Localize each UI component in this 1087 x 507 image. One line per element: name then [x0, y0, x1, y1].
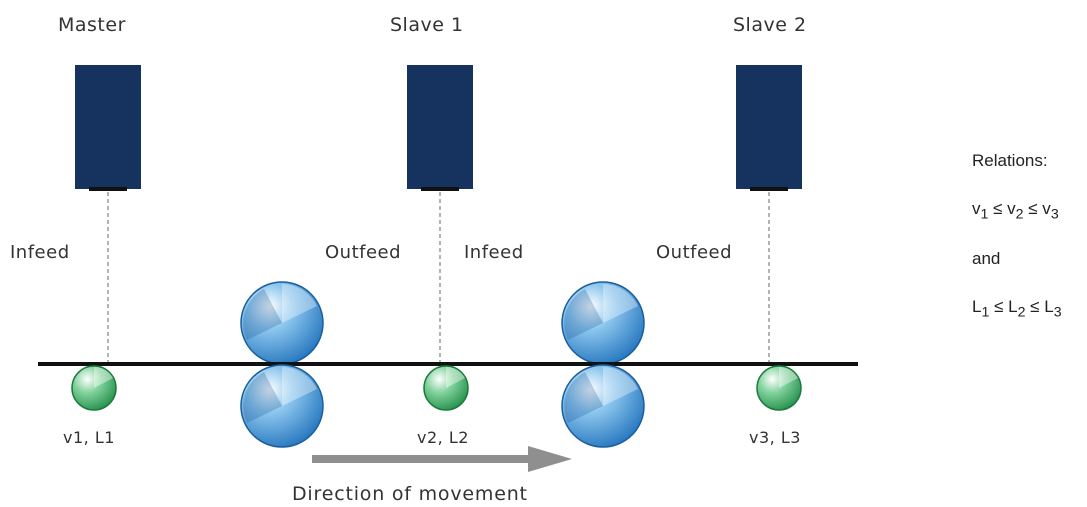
roller3-label: v3, L3 [749, 428, 801, 447]
drive-roller-top-2 [561, 281, 645, 365]
relations-connector: and [972, 249, 1001, 268]
slave1-outfeed-label: Outfeed [325, 242, 402, 263]
drive-roller-top-1 [240, 281, 324, 365]
master-title: Master [58, 14, 126, 36]
slave1-title: Slave 1 [390, 14, 464, 36]
direction-label: Direction of movement [292, 483, 528, 505]
measure-roller-2 [423, 365, 469, 411]
drive-roller-bottom-1 [240, 364, 324, 448]
slave2-title: Slave 2 [733, 14, 807, 36]
slave2-sensor-lens [750, 187, 788, 191]
master-infeed-label: Infeed [10, 242, 70, 263]
measure-roller-1 [71, 365, 117, 411]
direction-arrow [312, 446, 572, 472]
relations-heading: Relations: [972, 151, 1048, 170]
measure-roller-3 [756, 365, 802, 411]
relations-length-line: L1 ≤ L2 ≤ L3 [972, 297, 1062, 321]
slave2-sensor [736, 65, 802, 189]
slave1-sensor [407, 65, 473, 189]
slave2-outfeed-label: Outfeed [656, 242, 733, 263]
relations-velocity-line: v1 ≤ v2 ≤ v3 [972, 199, 1059, 223]
drive-roller-bottom-2 [561, 364, 645, 448]
slave1-sensor-lens [421, 187, 459, 191]
roller1-label: v1, L1 [63, 428, 115, 447]
roller2-label: v2, L2 [417, 428, 469, 447]
master-sensor-lens [89, 187, 127, 191]
master-sensor [75, 65, 141, 189]
slave1-infeed-label: Infeed [464, 242, 524, 263]
